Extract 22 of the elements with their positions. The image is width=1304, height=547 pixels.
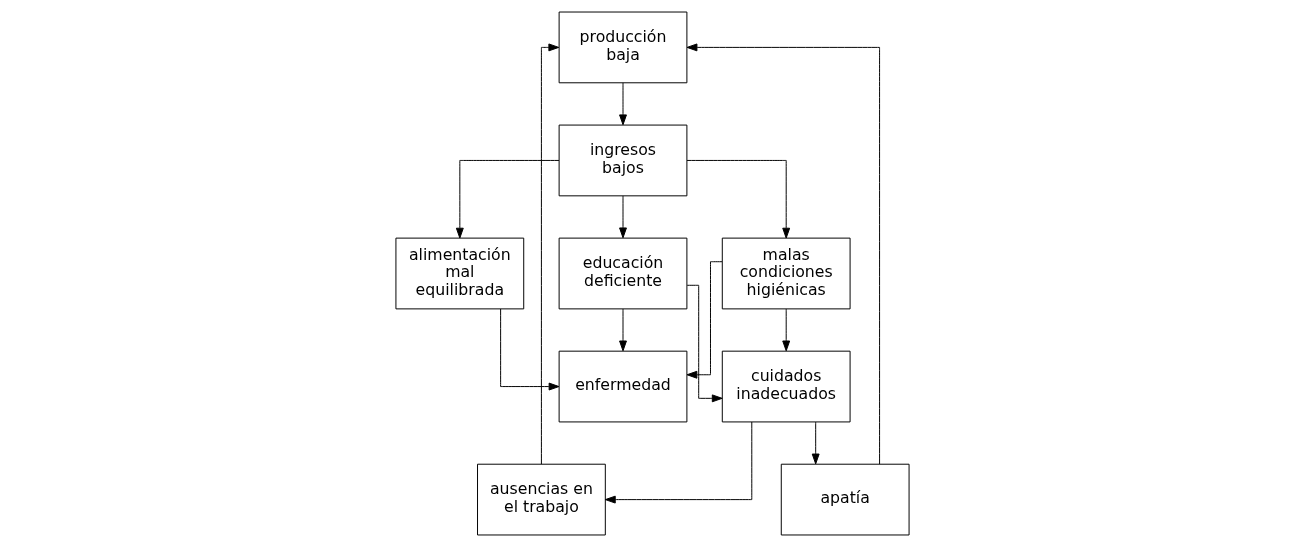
arrow — [618, 195, 627, 239]
arrow — [540, 43, 559, 465]
arrow — [499, 308, 559, 391]
node-box: enfermedad — [558, 350, 687, 423]
arrow — [686, 43, 880, 465]
arrow — [604, 421, 752, 504]
node-box: malas condiciones higiénicas — [721, 237, 851, 310]
arrow — [618, 82, 627, 126]
arrow — [455, 159, 559, 239]
node-box: educación deficiente — [558, 237, 687, 310]
arrow — [686, 159, 790, 239]
node-box: ingresos bajos — [558, 124, 687, 197]
arrow — [686, 284, 723, 403]
node-box: alimentación mal equilibrada — [394, 237, 524, 310]
node-box: ausencias en el trabajo — [476, 463, 606, 536]
arrow — [618, 308, 627, 352]
node-box: producción baja — [558, 11, 687, 84]
node-box: cuidados inadecuados — [721, 350, 851, 423]
node-box: apatía — [780, 463, 910, 536]
arrow — [686, 261, 722, 379]
arrow — [781, 308, 790, 352]
arrow — [811, 421, 820, 465]
